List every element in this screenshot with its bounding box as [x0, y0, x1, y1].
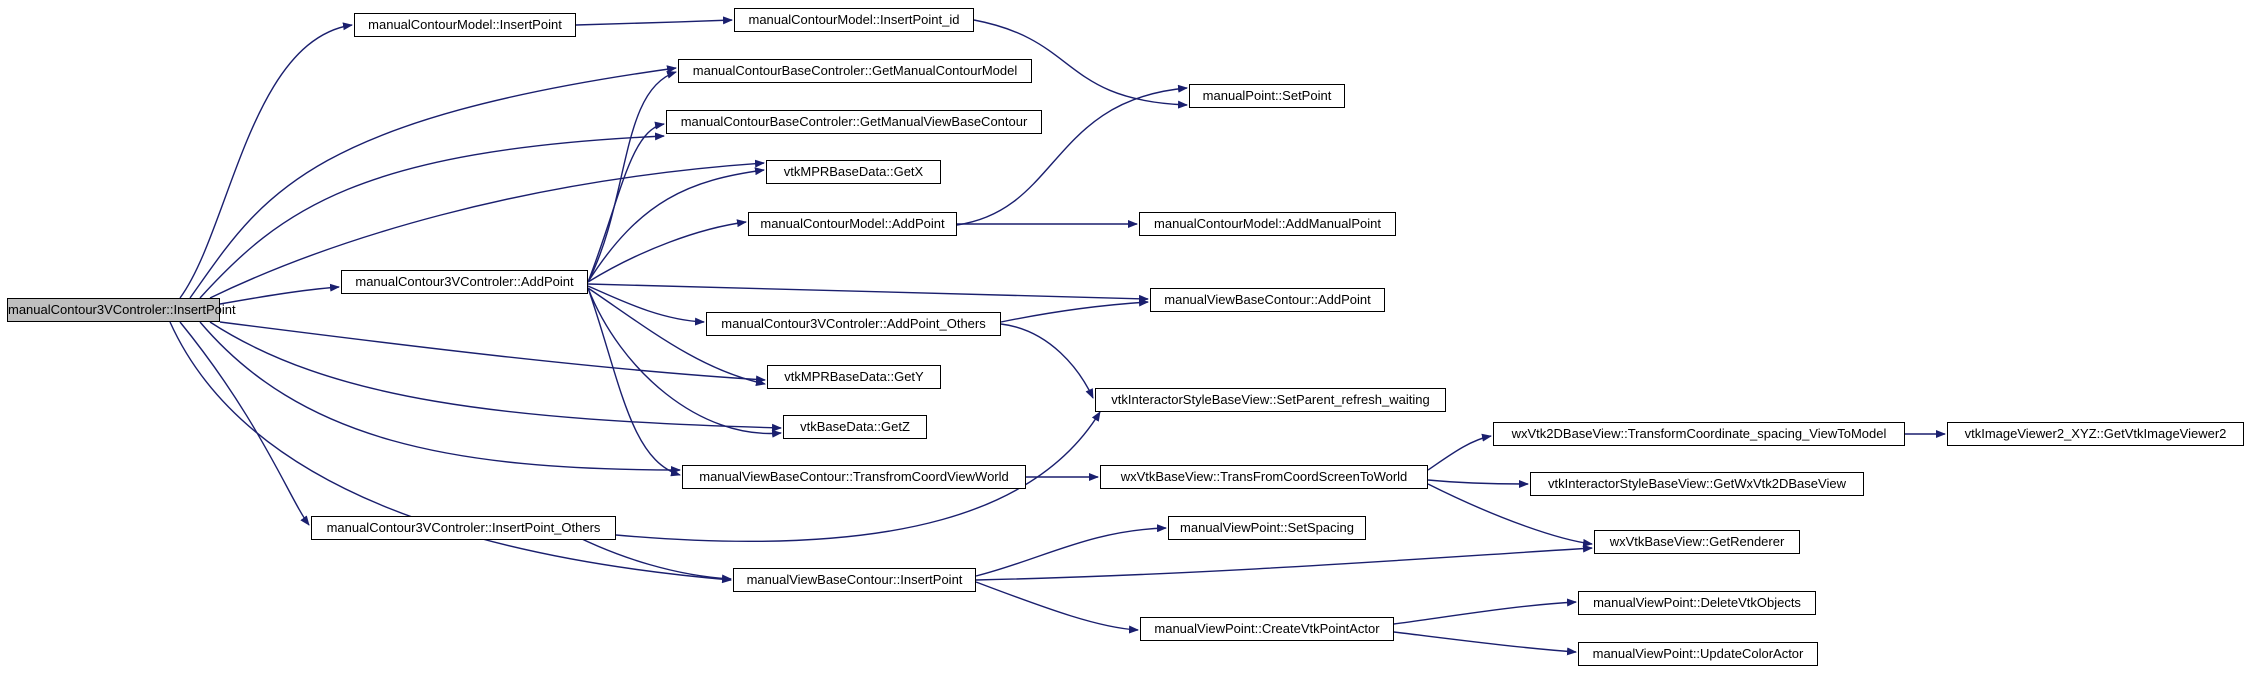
edge-n9-to-n7	[587, 219, 747, 283]
node-wxvtkbaseview-transfromcoordscreentoworld[interactable]: wxVtkBaseView::TransFromCoordScreenToWor…	[1100, 465, 1428, 489]
edge-n11-to-n12	[1000, 323, 1094, 399]
edge-n0-to-n13	[219, 321, 766, 384]
edge-n0-to-n5	[199, 132, 665, 299]
edge-n18-to-n15	[1427, 433, 1492, 471]
node-vtkimageviewer2-xyz-getvtkimageviewer2[interactable]: vtkImageViewer2_XYZ::GetVtkImageViewer2	[1947, 422, 2244, 446]
edge-n11-to-n10	[1000, 298, 1149, 323]
node-manualviewpoint-createvtkpointactor[interactable]: manualViewPoint::CreateVtkPointActor	[1140, 617, 1394, 641]
edge-n0-to-n6	[209, 159, 765, 299]
node-manualcontour3vcontroler-insertpoint[interactable]: manualContour3VControler::InsertPoint	[7, 298, 236, 322]
node-manualviewpoint-deletevtkobjects[interactable]: manualViewPoint::DeleteVtkObjects	[1578, 591, 1816, 615]
edges	[169, 16, 1946, 656]
node-wxvtk2dbaseview-transformcoordinate-spacing-viewtomodel[interactable]: wxVtk2DBaseView::TransformCoordinate_spa…	[1493, 422, 1905, 446]
edge-n25-to-n26	[1393, 631, 1577, 656]
node-vtkinteractorstylebaseview-setparent-refresh-waiting[interactable]: vtkInteractorStyleBaseView::SetParent_re…	[1095, 388, 1446, 412]
edge-n7-to-n3	[956, 84, 1188, 226]
node-manualviewbasecontour-insertpoint[interactable]: manualViewBaseContour::InsertPoint	[733, 568, 976, 592]
edge-n0-to-n1	[179, 22, 353, 299]
edge-n9-to-n5	[587, 121, 665, 283]
edge-n20-to-n12	[615, 411, 1101, 543]
edge-n2-to-n3	[973, 19, 1188, 109]
node-manualcontour3vcontroler-addpoint-others[interactable]: manualContour3VControler::AddPoint_Other…	[706, 312, 1001, 336]
edge-n0-to-n9	[219, 283, 340, 305]
node-vtkmprbasedata-getx[interactable]: vtkMPRBaseData::GetX	[766, 160, 941, 184]
edge-n25-to-n24	[1393, 598, 1577, 625]
edge-n23-to-n21	[975, 524, 1167, 577]
node-manualcontourbasecontroler-getmanualcontourmodel[interactable]: manualContourBaseControler::GetManualCon…	[678, 59, 1032, 83]
edge-n9-to-n17	[587, 287, 681, 477]
edge-n0-to-n17	[199, 321, 681, 474]
node-manualcontourmodel-insertpoint-id[interactable]: manualContourModel::InsertPoint_id	[734, 8, 974, 32]
edge-n9-to-n14	[587, 287, 782, 438]
node-manualpoint-setpoint[interactable]: manualPoint::SetPoint	[1189, 84, 1345, 108]
node-manualcontourmodel-insertpoint[interactable]: manualContourModel::InsertPoint	[354, 13, 576, 37]
node-manualviewpoint-updatecoloractor[interactable]: manualViewPoint::UpdateColorActor	[1578, 642, 1818, 666]
edge-n9-to-n11	[587, 285, 705, 326]
node-wxvtkbaseview-getrenderer[interactable]: wxVtkBaseView::GetRenderer	[1594, 530, 1800, 554]
node-vtkbasedata-getz[interactable]: vtkBaseData::GetZ	[783, 415, 927, 439]
node-manualviewbasecontour-transfromcoordviewworld[interactable]: manualViewBaseContour::TransfromCoordVie…	[682, 465, 1026, 489]
node-vtkmprbasedata-gety[interactable]: vtkMPRBaseData::GetY	[767, 365, 941, 389]
node-manualcontour3vcontroler-insertpoint-others[interactable]: manualContour3VControler::InsertPoint_Ot…	[311, 516, 616, 540]
edge-n18-to-n22	[1427, 483, 1593, 547]
edge-n9-to-n10	[587, 283, 1149, 303]
node-manualcontour3vcontroler-addpoint[interactable]: manualContour3VControler::AddPoint	[341, 270, 588, 294]
edge-n0-to-n4	[189, 65, 677, 299]
node-manualviewpoint-setspacing[interactable]: manualViewPoint::SetSpacing	[1168, 516, 1366, 540]
edge-n0-to-n20	[179, 321, 310, 526]
node-manualcontourbasecontroler-getmanualviewbasecontour[interactable]: manualContourBaseControler::GetManualVie…	[666, 110, 1042, 134]
edge-n1-to-n2	[575, 16, 733, 26]
edge-n9-to-n13	[587, 287, 766, 387]
node-manualcontourmodel-addmanualpoint[interactable]: manualContourModel::AddManualPoint	[1139, 212, 1396, 236]
node-vtkinteractorstylebaseview-getwxvtk2dbaseview[interactable]: vtkInteractorStyleBaseView::GetWxVtk2DBa…	[1530, 472, 1864, 496]
edge-n18-to-n19	[1427, 479, 1529, 488]
edge-n23-to-n22	[975, 544, 1593, 581]
node-manualcontourmodel-addpoint[interactable]: manualContourModel::AddPoint	[748, 212, 957, 236]
edge-n23-to-n25	[975, 581, 1139, 634]
edge-n9-to-n4	[587, 70, 677, 283]
node-manualviewbasecontour-addpoint[interactable]: manualViewBaseContour::AddPoint	[1150, 288, 1385, 312]
edge-n0-to-n14	[209, 321, 782, 432]
edge-n0-to-n23	[169, 321, 732, 584]
edge-n9-to-n6	[587, 167, 765, 283]
